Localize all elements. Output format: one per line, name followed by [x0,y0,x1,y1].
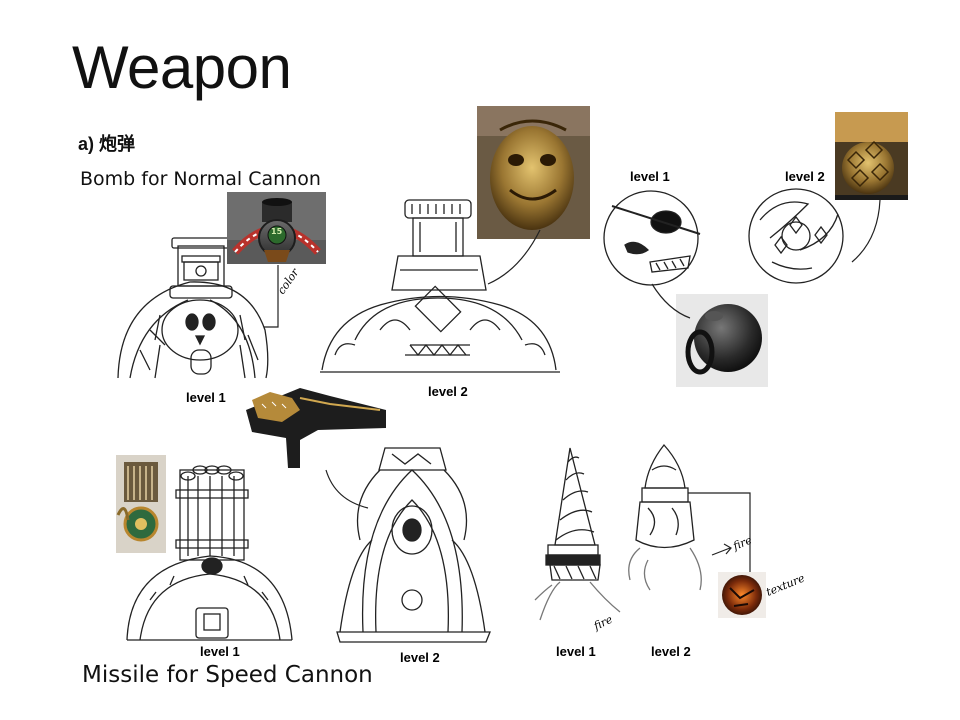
bomb-cannon-level1-sketch [117,237,269,379]
carved-ball-pointer-line [851,199,881,263]
carved-ball-reference-image [835,112,908,200]
texture-pointer-line [688,492,751,572]
bomb-ball-level1-label: level 1 [630,169,670,184]
steampunk-reference-image [116,455,166,553]
missile-level1-label: level 1 [556,644,596,659]
slide-title: Weapon [72,34,292,101]
foo-dog-reference-image [477,106,590,239]
bomb-cannon-level1-label: level 1 [186,390,226,405]
lava-texture-reference-image [718,572,766,618]
annotation-fire-2: fire [730,533,754,553]
bomb-cannon-level2-sketch [320,199,560,373]
missile-heading: Missile for Speed Cannon [82,662,373,688]
dragon-gun-pointer-line [325,469,369,509]
missile-level2-sketch [628,443,702,591]
bomb-ball-level1-sketch [603,190,701,286]
missile-cannon-level1-label: level 1 [200,644,240,659]
foo-dog-pointer-line [487,229,541,285]
dark-ball-pointer-line [651,283,691,319]
missile-level2-label: level 2 [651,644,691,659]
missile-level1-sketch [534,447,621,621]
missile-cannon-level1-sketch [126,465,293,641]
dragon-gun-reference-image [246,388,386,468]
fire-arrow [711,543,732,556]
annotation-color: color [275,266,302,297]
bomb-heading: Bomb for Normal Cannon [80,168,321,190]
dark-ball-reference-image [676,294,768,387]
bomb-ball-level2-sketch [748,188,844,284]
badge-number: 15 [271,227,283,236]
section-label: a) 炮弹 [78,134,136,154]
missile-cannon-level2-sketch [336,447,491,643]
bomb-cannon-level2-label: level 2 [428,384,468,399]
bomb-color-reference-image [227,192,326,264]
annotation-texture: texture [764,571,807,598]
bomb-ball-level2-label: level 2 [785,169,825,184]
color-pointer-line [264,265,279,328]
missile-cannon-level2-label: level 2 [400,650,440,665]
annotation-fire-1: fire [591,613,615,633]
